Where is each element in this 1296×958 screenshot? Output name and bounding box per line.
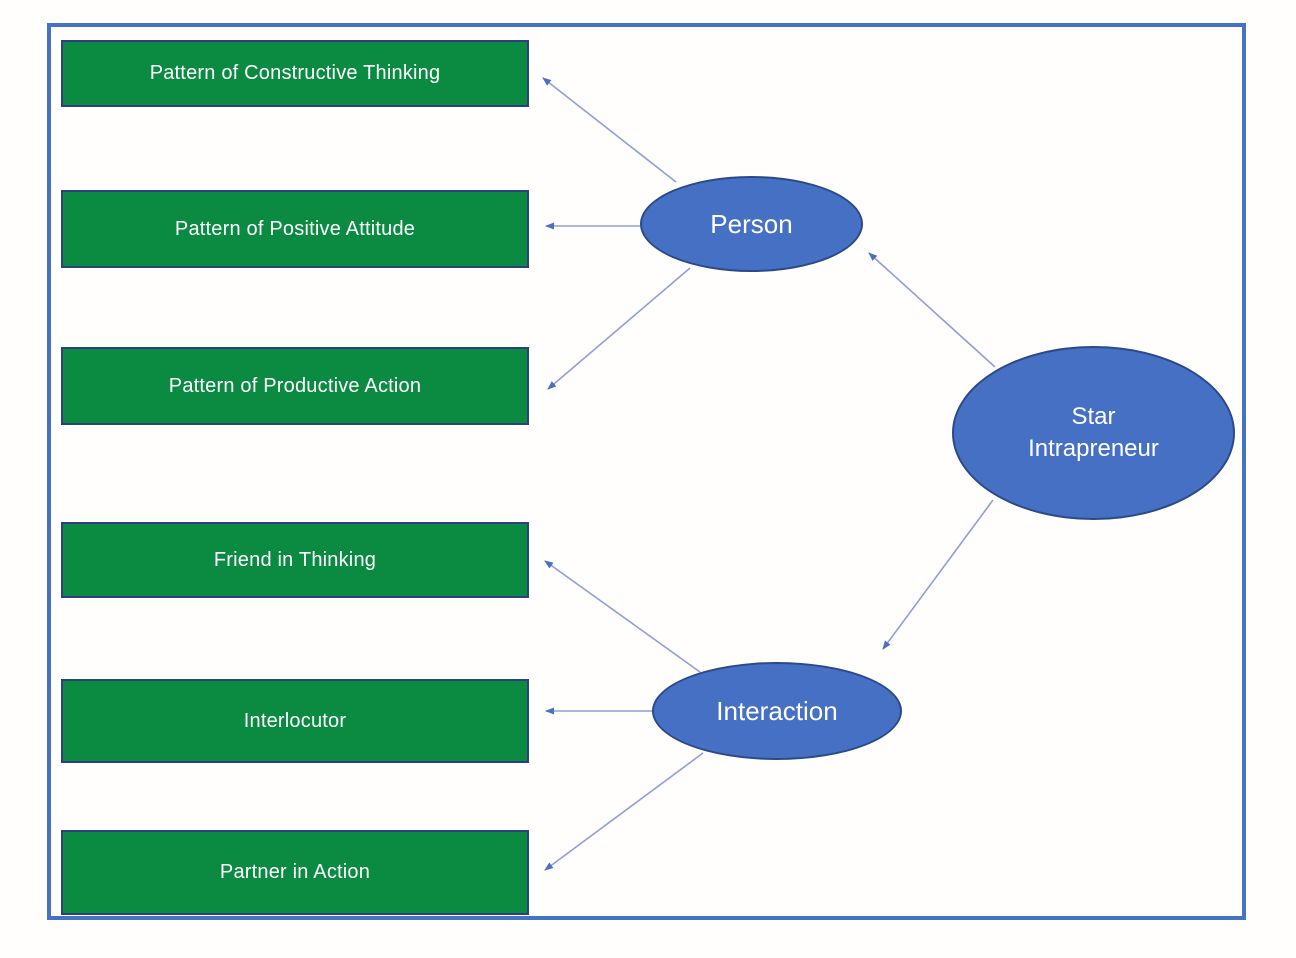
- box-label: Partner in Action: [219, 861, 371, 883]
- box-label: Interlocutor: [243, 709, 347, 732]
- ellipse-label: Interaction: [716, 695, 838, 726]
- diagram-frame: [47, 23, 1246, 920]
- box-friend-in-thinking: Friend in Thinking: [61, 522, 529, 598]
- box-label: Pattern of Positive Attitude: [174, 217, 416, 240]
- ellipse-star-intrapreneur: Star Intrapreneur: [952, 346, 1235, 520]
- ellipse-label-line-2: Intrapreneur: [1028, 435, 1159, 462]
- ellipse-label: Person: [710, 208, 793, 239]
- box-pattern-of-productive-action: Pattern of Productive Action: [61, 347, 529, 425]
- box-partner-in-action: Partner in Action: [61, 830, 529, 915]
- box-interlocutor: Interlocutor: [61, 679, 529, 763]
- ellipse-label: Star Intrapreneur: [1028, 401, 1159, 466]
- box-pattern-of-constructive-thinking: Pattern of Constructive Thinking: [61, 40, 529, 107]
- box-label: Pattern of Constructive Thinking: [149, 62, 441, 84]
- ellipse-label-line-1: Star: [1071, 402, 1116, 430]
- box-label: Friend in Thinking: [213, 548, 377, 571]
- box-label: Pattern of Productive Action: [168, 374, 422, 397]
- ellipse-person: Person: [640, 176, 863, 272]
- ellipse-interaction: Interaction: [652, 662, 902, 760]
- box-pattern-of-positive-attitude: Pattern of Positive Attitude: [61, 190, 529, 268]
